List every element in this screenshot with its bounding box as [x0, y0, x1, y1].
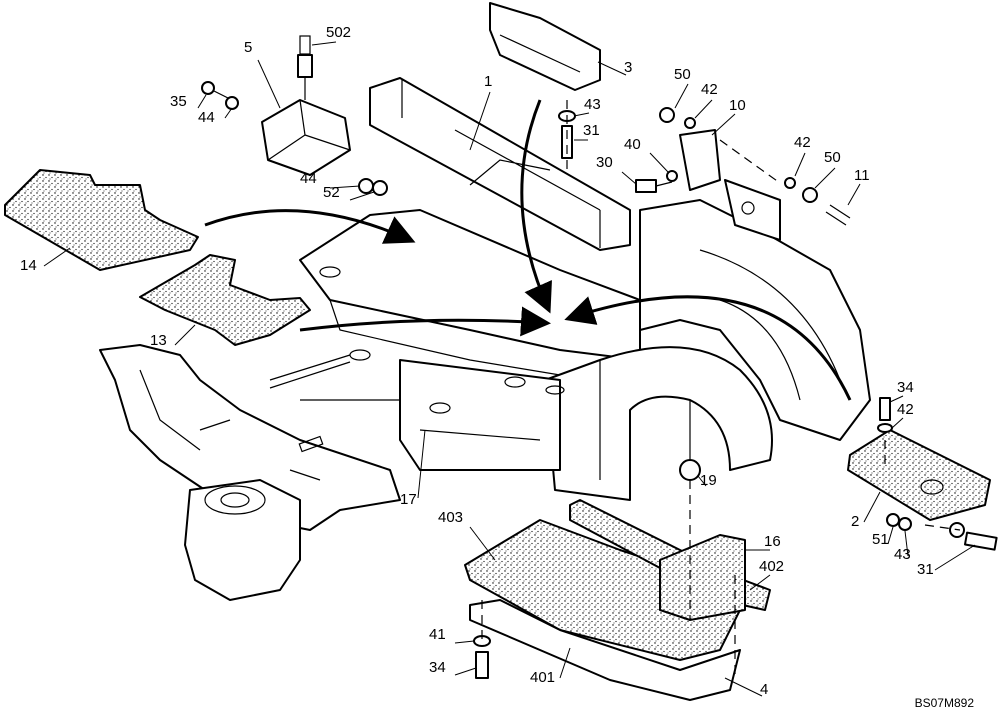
leader-lines [43, 41, 976, 697]
callout-c3: 3 [624, 59, 633, 76]
callout-c19: 19 [700, 472, 717, 489]
callout-c43b: 43 [894, 546, 911, 563]
part-14-plate [4, 169, 199, 271]
callout-c52: 52 [323, 184, 340, 201]
callout-c43a: 43 [584, 96, 601, 113]
callout-c11: 11 [854, 167, 870, 184]
callout-c44a: 44 [198, 109, 215, 126]
callout-c34b: 34 [429, 659, 446, 676]
callout-c4: 4 [760, 681, 769, 698]
assembly-arrows [204, 99, 852, 401]
part-2-plate [847, 429, 991, 521]
callout-c10: 10 [729, 97, 746, 114]
callout-c14: 14 [20, 257, 37, 274]
figure-reference: BS07M892 [914, 696, 974, 710]
part-13-plate [139, 254, 311, 346]
callout-c34a: 34 [897, 379, 914, 396]
part-3-bracket [489, 2, 601, 91]
part-10-bracket [679, 129, 851, 241]
callout-c403: 403 [438, 509, 464, 526]
fasteners [201, 81, 998, 679]
callout-c1: 1 [484, 73, 493, 90]
callout-c50b: 50 [824, 149, 841, 166]
callout-c35: 35 [170, 93, 187, 110]
callout-c42b: 42 [794, 134, 811, 151]
callout-c41: 41 [429, 626, 446, 643]
part-5-box [261, 35, 351, 176]
callout-c40: 40 [624, 136, 641, 153]
callout-c31b: 31 [917, 561, 934, 578]
main-frame [99, 77, 871, 601]
callout-c30: 30 [596, 154, 613, 171]
callout-c401: 401 [530, 669, 556, 686]
callout-c13: 13 [150, 332, 167, 349]
callout-c51: 51 [872, 531, 889, 548]
callout-c16: 16 [764, 533, 781, 550]
callout-c50a: 50 [674, 66, 691, 83]
callout-c42a: 42 [701, 81, 718, 98]
callout-c44b: 44 [300, 170, 317, 187]
callout-c42c: 42 [897, 401, 914, 418]
callout-c31a: 31 [583, 122, 600, 139]
callout-c5: 5 [244, 39, 253, 56]
callout-c17: 17 [400, 491, 417, 508]
alignment-lines [481, 100, 961, 680]
callout-c402: 402 [759, 558, 785, 575]
parts-4-group [464, 499, 771, 701]
callout-c502: 502 [326, 24, 352, 41]
callout-c2: 2 [851, 513, 860, 530]
